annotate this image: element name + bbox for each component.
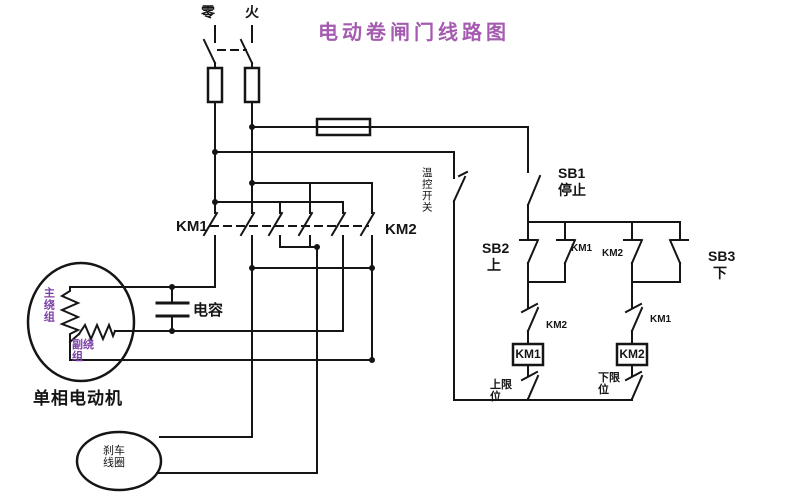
upper-limit-switch-label: 上限位 (490, 379, 512, 404)
diagram-title: 电动卷闸门线路图 (318, 22, 510, 44)
brake-coil-label: 刹车线圈 (103, 445, 125, 470)
aux-winding-label: 副绕组 (72, 339, 94, 364)
motor-label: 单相电动机 (33, 389, 123, 408)
sb3-label: SB3 (708, 248, 736, 264)
km1-interlock-contact-label: KM1 (650, 314, 672, 325)
capacitor-label: 电容 (193, 302, 224, 319)
sb2-label: SB2 (482, 240, 510, 256)
control-fuse (315, 117, 372, 137)
main-winding-label: 主绕组 (42, 287, 55, 323)
km1-coil-box (511, 342, 545, 367)
lower-limit-switch-label: 下限位 (598, 372, 620, 397)
km2-coil-box (615, 342, 649, 367)
temp-switch-label: 温控开关 (420, 167, 433, 213)
nc-contact-ticks (457, 170, 643, 382)
aux-winding-resistor (77, 322, 117, 342)
neutral-wire-label: 零 (201, 4, 215, 20)
junction-dots (169, 124, 375, 363)
km1-holding-contact-label: KM1 (571, 243, 593, 254)
neutral-fuse (206, 66, 224, 104)
switch-blades (202, 38, 682, 401)
sb1-label: SB1 (558, 165, 586, 181)
km2-main-contacts-label: KM2 (385, 221, 417, 238)
brake-coil-body (75, 430, 163, 492)
live-fuse (243, 66, 261, 104)
km2-coil-label: KM2 (619, 347, 645, 361)
km2-holding-contact-label: KM2 (602, 248, 624, 259)
sb1-action-label: 停止 (558, 182, 586, 198)
main-winding-resistor (59, 286, 81, 338)
main-power-wires (68, 25, 529, 474)
capacitor-plates (155, 301, 190, 318)
km1-coil-label: KM1 (515, 347, 541, 361)
sb3-action-label: 下 (713, 265, 727, 281)
km2-interlock-contact-label: KM2 (546, 320, 568, 331)
motor-body (26, 261, 136, 383)
sb2-action-label: 上 (487, 257, 501, 273)
km1-main-contacts-label: KM1 (176, 218, 208, 235)
live-wire-label: 火 (245, 4, 259, 20)
